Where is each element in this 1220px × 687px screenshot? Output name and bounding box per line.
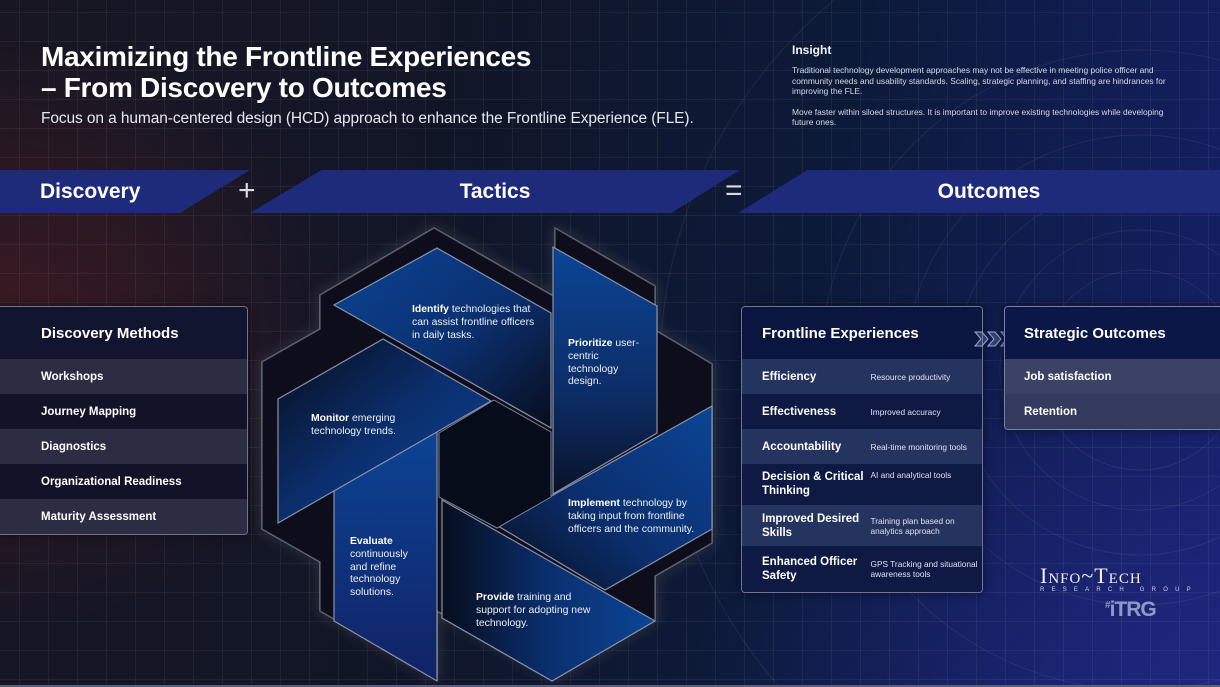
discovery-methods-panel: Discovery Methods Workshops Journey Mapp… xyxy=(0,306,248,535)
logo-subtitle: RESEARCH GROUP xyxy=(1040,587,1198,593)
band-outcomes: Outcomes xyxy=(738,170,1220,213)
insight-paragraph-1: Traditional technology development appro… xyxy=(792,65,1166,96)
list-item: Journey Mapping xyxy=(0,394,247,429)
bottom-divider xyxy=(0,685,1220,687)
list-item: Organizational Readiness xyxy=(0,464,247,499)
tactic-evaluate: Evaluate continuously and refine technol… xyxy=(350,536,408,599)
page-title: Maximizing the Frontline Experiences – F… xyxy=(41,41,681,103)
insight-paragraph-2: Move faster within siloed structures. It… xyxy=(792,106,1164,128)
tactic-monitor: Monitor emerging technology trends. xyxy=(311,413,396,437)
itrg-hashtag-logo: #iTRG xyxy=(1105,598,1157,621)
band-discovery-label: Discovery xyxy=(40,179,141,203)
strategic-outcomes-panel: Strategic Outcomes Job satisfaction Rete… xyxy=(1004,306,1220,430)
equals-operator: = xyxy=(725,174,743,207)
tactic-identify: Identify technologies that can assist fr… xyxy=(412,304,535,341)
plus-operator: + xyxy=(238,174,256,207)
discovery-methods-title: Discovery Methods xyxy=(0,307,247,359)
title-line-2: – From Discovery to Outcomes xyxy=(41,72,447,103)
discovery-methods-list: Workshops Journey Mapping Diagnostics Or… xyxy=(0,359,247,534)
center-hexagon xyxy=(438,399,552,529)
title-line-1: Maximizing the Frontline Experiences xyxy=(41,41,532,72)
list-item: Retention xyxy=(1005,394,1220,429)
list-item: Diagnostics xyxy=(0,429,247,464)
logo-name: Info~Tech xyxy=(1040,563,1142,588)
strategic-outcomes-title: Strategic Outcomes xyxy=(1005,307,1220,359)
tactic-prioritize: Prioritize user-centric technology desig… xyxy=(568,338,640,388)
frontline-experiences-title: Frontline Experiences xyxy=(742,307,982,359)
insight-heading: Insight xyxy=(792,43,832,57)
list-item: Maturity Assessment xyxy=(0,499,247,534)
strategic-outcomes-list: Job satisfaction Retention xyxy=(1005,359,1220,429)
band-tactics-label: Tactics xyxy=(459,179,531,203)
band-discovery: Discovery xyxy=(0,170,250,213)
band-outcomes-label: Outcomes xyxy=(937,179,1041,203)
tactic-implement: Implement technology by taking input fro… xyxy=(568,498,695,535)
insight-box: Insight Traditional technology developme… xyxy=(792,43,1182,138)
tactic-provide: Provide training and support for adoptin… xyxy=(476,592,591,629)
info-tech-logo: Info~Tech RESEARCH GROUP xyxy=(1040,563,1198,593)
band-tactics: Tactics xyxy=(250,170,740,213)
page-subtitle: Focus on a human-centered design (HCD) a… xyxy=(41,110,694,127)
list-item: Workshops xyxy=(0,359,247,394)
list-item: Job satisfaction xyxy=(1005,359,1220,394)
